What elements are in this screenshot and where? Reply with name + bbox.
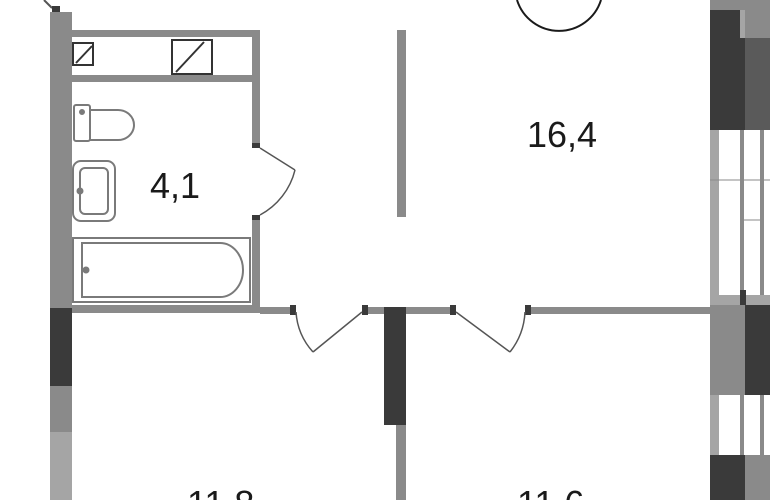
shelf-icons (72, 39, 213, 75)
toilet-icon (73, 104, 135, 142)
corridor-wall (260, 305, 713, 315)
corner-post (52, 6, 60, 14)
room-right-area-label: 11,6 (517, 483, 584, 500)
bathroom-door (252, 143, 296, 220)
corner-mark (43, 0, 53, 9)
partition-wall (397, 30, 406, 217)
bathroom-area-label: 4,1 (150, 165, 200, 206)
room-left-area-label: 11,8 (187, 483, 254, 500)
left-wall (50, 12, 72, 500)
sink-icon (72, 160, 116, 222)
right-wall (710, 0, 770, 500)
interior-wall (384, 307, 406, 500)
room-doors (295, 311, 526, 353)
living-area-label: 16,4 (527, 114, 597, 155)
bathroom-walls (72, 30, 260, 313)
compass-circle (516, 0, 602, 32)
bathtub-icon (72, 237, 251, 303)
